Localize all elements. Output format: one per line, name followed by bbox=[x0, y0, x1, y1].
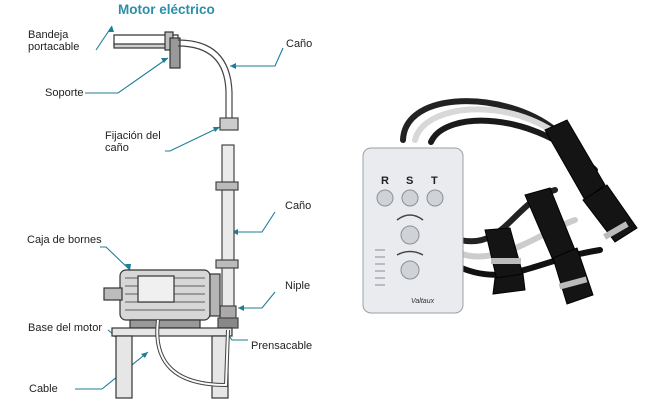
label-soporte: Soporte bbox=[45, 87, 84, 99]
level-marks bbox=[375, 249, 385, 286]
rotation-arrows bbox=[396, 214, 424, 256]
leader-cano-mid bbox=[232, 211, 276, 233]
leader-bandeja bbox=[95, 25, 113, 51]
conduit bbox=[177, 39, 239, 329]
leader-cable bbox=[75, 351, 149, 390]
phase-label-r: R bbox=[381, 175, 389, 187]
brand-logo: Valtaux bbox=[411, 298, 435, 305]
phase-label-t: T bbox=[431, 175, 438, 187]
motor-base bbox=[111, 327, 233, 399]
diagram-title: Motor eléctrico bbox=[118, 2, 215, 17]
probe-clips bbox=[484, 119, 638, 305]
leader-fijacion bbox=[165, 126, 221, 152]
leader-caja bbox=[100, 246, 131, 271]
cable-tray bbox=[113, 31, 181, 69]
label-niple: Niple bbox=[285, 280, 311, 292]
leader-cano-top bbox=[230, 47, 284, 67]
label-base: Base del motor bbox=[28, 322, 102, 334]
label-cable: Cable bbox=[29, 383, 58, 395]
phase-tester-device: R S T Valtaux bbox=[362, 98, 638, 314]
leader-soporte bbox=[85, 57, 169, 94]
label-cano-top: Caño bbox=[286, 38, 313, 50]
leader-niple bbox=[238, 291, 276, 309]
phase-label-s: S bbox=[406, 175, 413, 187]
label-fijacion: Fijación del caño bbox=[105, 130, 161, 154]
motor bbox=[103, 269, 221, 329]
leader-lines bbox=[75, 25, 284, 390]
label-prensacable: Prensacable bbox=[251, 340, 313, 352]
label-bandeja: Bandeja portacable bbox=[28, 29, 80, 53]
label-cano-mid: Caño bbox=[285, 200, 312, 212]
label-caja: Caja de bornes bbox=[27, 234, 102, 246]
phase-leds bbox=[376, 189, 444, 280]
